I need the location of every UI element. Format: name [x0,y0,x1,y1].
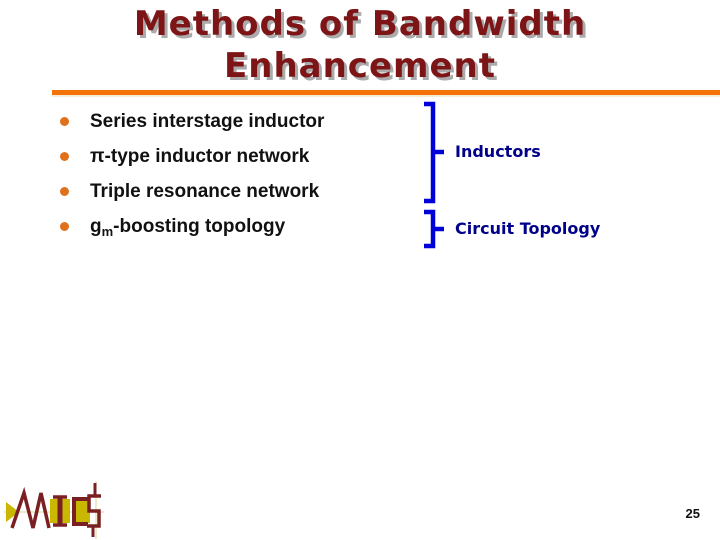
bracket-icon [424,101,444,249]
title-line-1: Methods of Bandwidth [133,4,587,44]
group-label-circuit-topology: Circuit Topology [455,219,601,238]
bullet-icon [60,222,69,231]
list-item: Series interstage inductor [60,104,324,139]
bullet-icon [60,187,69,196]
list-item: gm-boosting topology [60,209,324,244]
title-line-2: Enhancement [224,46,496,86]
group-label-inductors: Inductors [455,142,541,161]
page-number: 25 [685,506,700,521]
bullet-icon [60,152,69,161]
mics-logo [4,481,104,539]
bullet-text: Series interstage inductor [90,110,325,132]
list-item: π-type inductor network [60,139,324,174]
page-title: Methods of Bandwidth Enhancement [0,3,720,87]
bullet-icon [60,117,69,126]
subscript-m: m [101,223,114,239]
bullet-text: Triple resonance network [90,180,320,202]
list-item: Triple resonance network [60,174,324,209]
bullet-list: Series interstage inductor π-type induct… [60,104,324,244]
bullet-text: π-type inductor network [90,145,310,167]
bullet-text: gm-boosting topology [90,215,286,239]
title-underline [52,90,720,97]
